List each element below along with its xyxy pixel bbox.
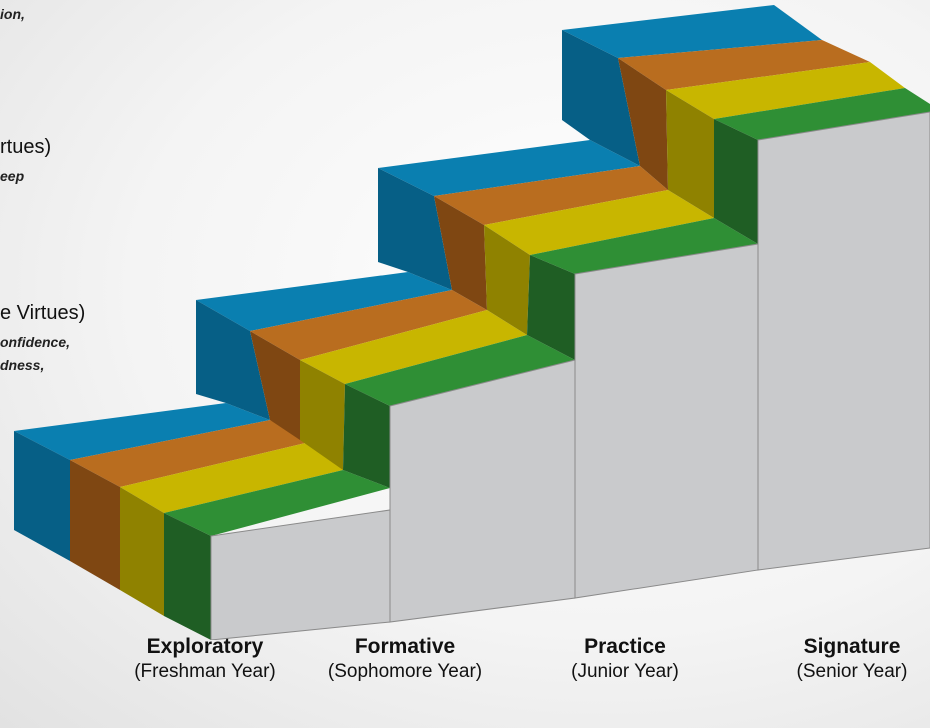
stage-year: (Freshman Year) <box>134 661 276 682</box>
freshman-blue-front <box>14 431 70 561</box>
senior-yellow-top <box>666 62 905 119</box>
junior-green-top <box>530 218 758 274</box>
stage-year: (Junior Year) <box>571 661 679 682</box>
junior-blue-front <box>378 168 452 290</box>
stage-year: (Sophomore Year) <box>327 661 483 682</box>
left-italic-text-4: dness, <box>0 357 45 373</box>
left-italic-text-2: eep <box>0 168 25 184</box>
freshman-yellow-front <box>120 487 164 616</box>
sophomore-gray-face <box>389 359 576 623</box>
senior-blue-front <box>562 30 640 166</box>
stage-name: Exploratory <box>146 635 264 658</box>
freshman-green-top <box>164 470 390 536</box>
junior-gray-face <box>574 243 759 599</box>
freshman-orange-front <box>70 460 120 590</box>
sophomore-yellow-top <box>300 310 527 384</box>
stage-name: Formative <box>354 635 456 658</box>
junior-orange-front <box>434 196 487 310</box>
senior-yellow-front <box>666 90 714 218</box>
freshman-blue-top <box>14 403 270 460</box>
senior-green-front <box>714 119 758 244</box>
stage-name: Practice <box>584 635 666 658</box>
junior-yellow-top <box>484 190 714 255</box>
stage-year: (Senior Year) <box>796 661 908 682</box>
sophomore-green-front <box>343 384 390 488</box>
left-italic-text-3: onfidence, <box>0 334 71 350</box>
staircase-diagram <box>14 5 930 640</box>
sophomore-orange-top <box>250 290 487 360</box>
junior-orange-top <box>434 166 668 225</box>
stage-label-sophomore: Formative (Sophomore Year) <box>305 634 505 684</box>
senior-blue-top <box>562 5 822 58</box>
freshman-yellow-top <box>120 440 343 513</box>
senior-green-top <box>714 88 930 140</box>
junior-yellow-front <box>484 225 530 335</box>
stage-label-senior: Signature (Senior Year) <box>774 634 930 684</box>
sophomore-green-top <box>345 335 575 406</box>
freshman-orange-top <box>70 420 318 487</box>
senior-gray-face <box>757 111 930 571</box>
junior-green-front <box>527 255 575 360</box>
left-heading-text-1: rtues) <box>0 136 52 158</box>
stage-name: Signature <box>803 635 901 658</box>
step-sophomore <box>196 272 576 623</box>
sophomore-blue-front <box>196 300 270 420</box>
freshman-gray-face <box>210 509 391 640</box>
sophomore-orange-front <box>250 331 300 440</box>
left-heading-text-2: e Virtues) <box>0 302 86 324</box>
left-italic-text-1: ion, <box>0 6 25 22</box>
stage-label-freshman: Exploratory (Freshman Year) <box>105 634 305 684</box>
stage-label-junior: Practice (Junior Year) <box>537 634 713 684</box>
junior-blue-top <box>378 140 640 196</box>
senior-orange-front <box>618 58 668 190</box>
senior-orange-top <box>618 40 870 90</box>
sophomore-blue-top <box>196 272 452 331</box>
step-senior <box>562 5 930 571</box>
sophomore-yellow-front <box>300 360 345 470</box>
freshman-green-front <box>164 513 211 640</box>
step-junior <box>378 140 759 599</box>
